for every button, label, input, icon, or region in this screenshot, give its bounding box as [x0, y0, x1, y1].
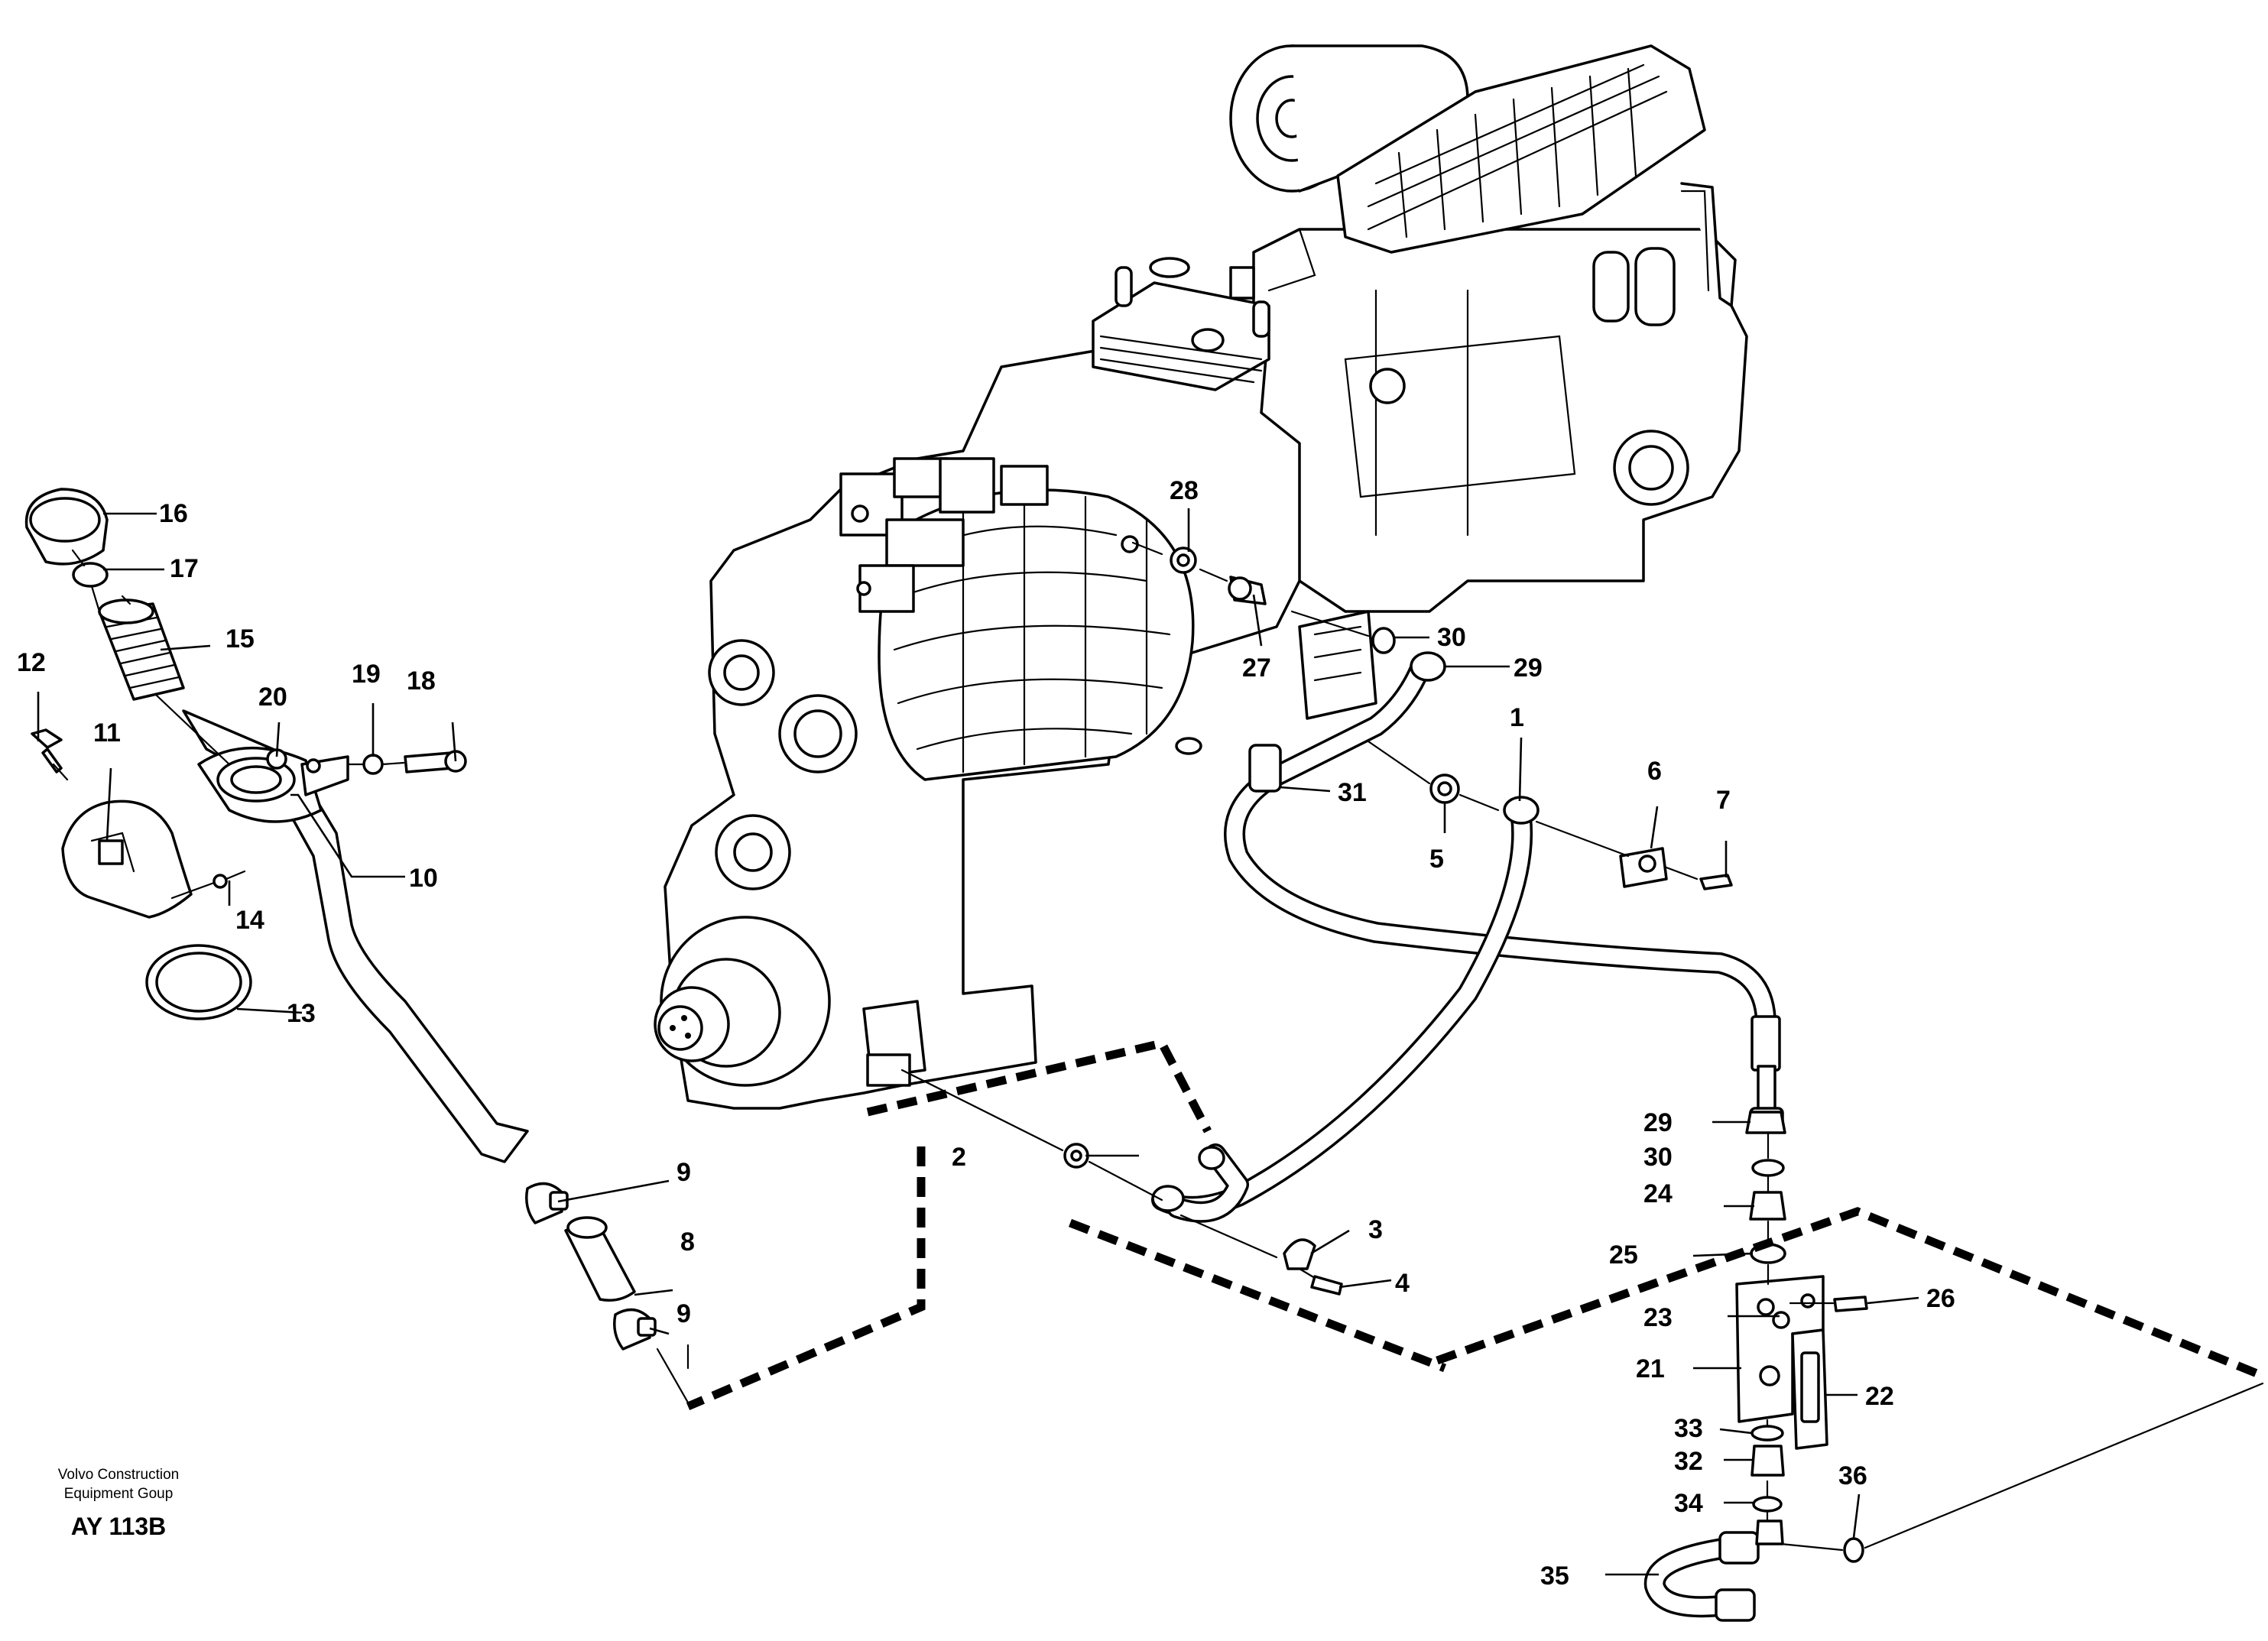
callout-10: 10 — [409, 864, 438, 893]
credit-line-2: Equipment Goup — [64, 1486, 174, 1502]
callout-4: 4 — [1395, 1269, 1410, 1298]
callout-14: 14 — [235, 906, 264, 935]
callout-18: 18 — [407, 666, 436, 696]
transmission — [654, 257, 1377, 1110]
callout-16: 16 — [159, 499, 188, 528]
engine — [1229, 44, 1748, 613]
callout-1: 1 — [1510, 703, 1524, 732]
callout-23: 23 — [1643, 1303, 1673, 1332]
callout-30-lower: 30 — [1643, 1143, 1673, 1172]
callout-32: 32 — [1674, 1447, 1703, 1476]
callout-7: 7 — [1716, 786, 1731, 815]
callout-24: 24 — [1643, 1179, 1673, 1208]
hose-assembly — [1151, 651, 1784, 1223]
callout-9-lower: 9 — [677, 1299, 691, 1328]
callout-8: 8 — [680, 1228, 695, 1257]
callout-17: 17 — [170, 554, 199, 583]
callout-29-lower: 29 — [1643, 1108, 1673, 1137]
drawing-credit: Volvo Construction Equipment Goup AY 113… — [58, 1467, 179, 1540]
filler-assembly — [24, 488, 657, 1351]
callout-2: 2 — [952, 1143, 966, 1172]
assembly-guide-lines — [52, 541, 2264, 1552]
drawing-code: AY 113B — [71, 1513, 167, 1540]
callout-33: 33 — [1674, 1414, 1703, 1443]
callout-3: 3 — [1368, 1215, 1383, 1244]
callout-20: 20 — [258, 683, 287, 712]
callout-27: 27 — [1242, 653, 1271, 683]
callout-11: 11 — [93, 718, 121, 748]
callout-28: 28 — [1170, 476, 1199, 505]
callout-35: 35 — [1540, 1562, 1569, 1591]
fittings-right — [1063, 546, 1868, 1622]
callout-15: 15 — [226, 624, 255, 653]
callout-25: 25 — [1609, 1240, 1638, 1270]
callout-36: 36 — [1838, 1461, 1867, 1490]
callout-12: 12 — [17, 648, 46, 677]
callout-13: 13 — [287, 999, 316, 1028]
callout-9-upper: 9 — [677, 1158, 691, 1187]
callout-30-upper: 30 — [1437, 623, 1466, 652]
callout-19: 19 — [352, 660, 381, 689]
callout-6: 6 — [1647, 757, 1662, 786]
assembly-outline-dashes — [686, 1038, 2265, 1411]
callout-5: 5 — [1429, 845, 1444, 874]
callout-34: 34 — [1674, 1489, 1703, 1518]
callout-31: 31 — [1338, 778, 1367, 807]
credit-line-1: Volvo Construction — [58, 1467, 179, 1483]
callout-21: 21 — [1636, 1354, 1665, 1383]
callout-labels: 1 2 3 4 5 6 7 8 9 9 10 11 12 13 14 15 16… — [17, 476, 1955, 1591]
callout-29-upper: 29 — [1514, 653, 1543, 683]
callout-26: 26 — [1926, 1284, 1955, 1313]
leader-lines — [37, 508, 1919, 1576]
callout-22: 22 — [1865, 1382, 1894, 1411]
